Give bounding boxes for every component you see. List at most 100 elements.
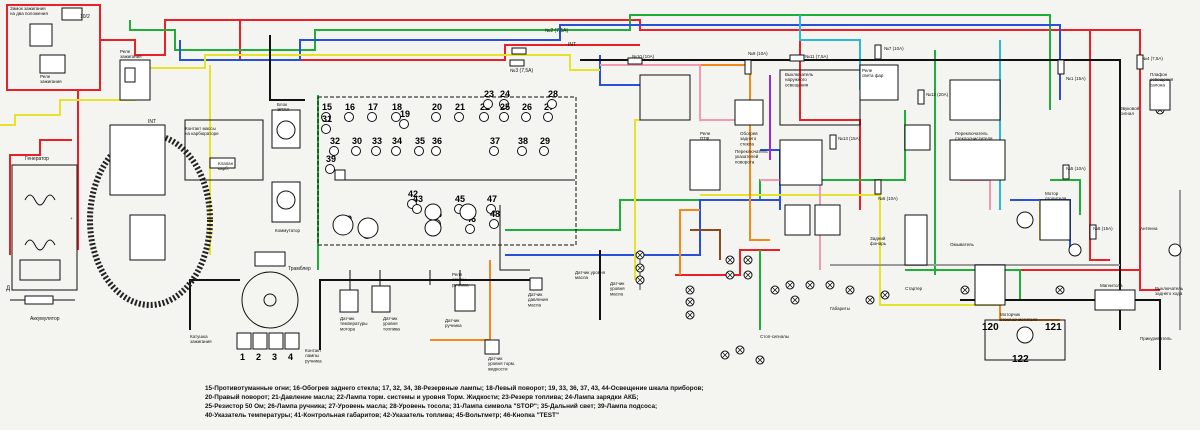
lamp-cross [636,264,644,272]
red-wire [9,139,72,255]
black-wire [960,299,1161,370]
wires-layer [0,14,1181,370]
fuse-label: №6 (10A) [878,196,898,201]
ecu-block [184,109,301,223]
black-wire [269,35,305,101]
indicator-lamp-icon [489,146,499,156]
lamp-cross [686,286,694,294]
lamp-cross [961,286,969,294]
yellow-wire [700,194,1000,306]
indicator-lamp-icon [399,119,409,129]
orange-wire [679,209,700,275]
generator-label: Генератор [25,156,49,162]
indicator-lamp-icon [325,164,335,174]
lamp-cross [756,356,764,364]
hand-drawn-circle [87,124,213,308]
lighter-label: Прикуриватель [1140,336,1172,341]
battery-label: Аккумулятор [30,316,60,322]
lamp-cross [686,311,694,319]
lamp-cross [744,256,752,264]
green-wire [905,269,1021,300]
indicator-lamp-icon [431,146,441,156]
gauge-number: 18 [392,102,402,112]
int-label-2: INT [148,119,156,125]
gauge-number: 16 [345,102,355,112]
starter-label: Стартер [905,286,923,291]
cyan-wire [799,15,861,90]
fuse-label: №7 (10A) [884,46,904,51]
lamp-cross [791,296,799,304]
gauge-number: 33 [372,136,382,146]
red-wire [799,30,861,210]
component-number: 121 [1045,322,1062,333]
cluster-gauges [332,203,477,239]
gauge-number: 19 [400,109,410,119]
gauge-number: 37 [490,136,500,146]
side-lights-label: Габариты [830,306,850,311]
legend-line: 25-Резистор 50 Ом; 26-Лампа ручника; 27-… [205,403,658,410]
antenna-label: Антенна [1140,226,1158,231]
red-wire [1089,30,1110,261]
indicator-lamp-icon [547,99,557,109]
fuse-label: №4 (7,5A) [1142,56,1163,61]
red-wire [239,20,640,61]
fuse-label: №11 (7,5A) [805,54,829,59]
gauge-number: 31 [322,114,332,124]
gauge-number: 21 [455,102,465,112]
indicator-lamp-icon [391,112,401,122]
ignition-pin-label: 10/2 [80,14,90,20]
fuse-label: №13 (15A) [838,136,861,141]
lamp-cross [744,271,752,279]
ignition-switch-box [6,4,101,91]
indicator-lamp-icon [489,219,499,229]
fuse-label: №3 (7,5A) [510,68,533,74]
lamp-cross [726,271,734,279]
indicator-lamp-icon [465,224,475,234]
lamp-cross [736,346,744,354]
indicator-lamp-icon [539,146,549,156]
int-label: INT [568,42,576,48]
indicator-lamp-icon [344,112,354,122]
indicator-lamp-icon [329,146,339,156]
ignition-coils [236,332,300,350]
gauge-number: 17 [368,102,378,112]
lamp-cross [881,291,889,299]
gauge-number: 24 [500,89,510,99]
gauge-number: 36 [432,136,442,146]
lamp-cross [806,281,814,289]
distributor [241,251,299,329]
legend-line: 20-Правый поворот; 21-Давление масла; 22… [205,394,639,401]
gauge-number: 42 [408,189,418,199]
green-wire [1050,179,1081,215]
yellow-wire [634,119,640,280]
lamp-cross [721,351,729,359]
gauge-number: 45 [455,194,465,204]
lamp-cross [1056,286,1064,294]
legend-line: 40-Указатель температуры; 41-Контрольная… [205,412,559,419]
brake-lights-label: Стоп-сигналы [760,334,789,339]
generator [11,164,78,291]
indicator-lamp-icon [351,146,361,156]
terminal-d-label: Д [6,286,10,292]
fuse-label: №10 (10A) [632,54,655,59]
gauge-number: 32 [330,136,340,146]
indicator-lamp-icon [391,146,401,156]
lamp-cross [846,286,854,294]
lamp-cross [636,251,644,259]
gauge-number: 38 [518,136,528,146]
gauge-number: 34 [392,136,402,146]
gauge-number: 30 [352,136,362,146]
fuses [509,44,1144,240]
sensors [339,277,543,355]
blue-wire [179,24,1061,100]
thin-wire [499,205,530,271]
